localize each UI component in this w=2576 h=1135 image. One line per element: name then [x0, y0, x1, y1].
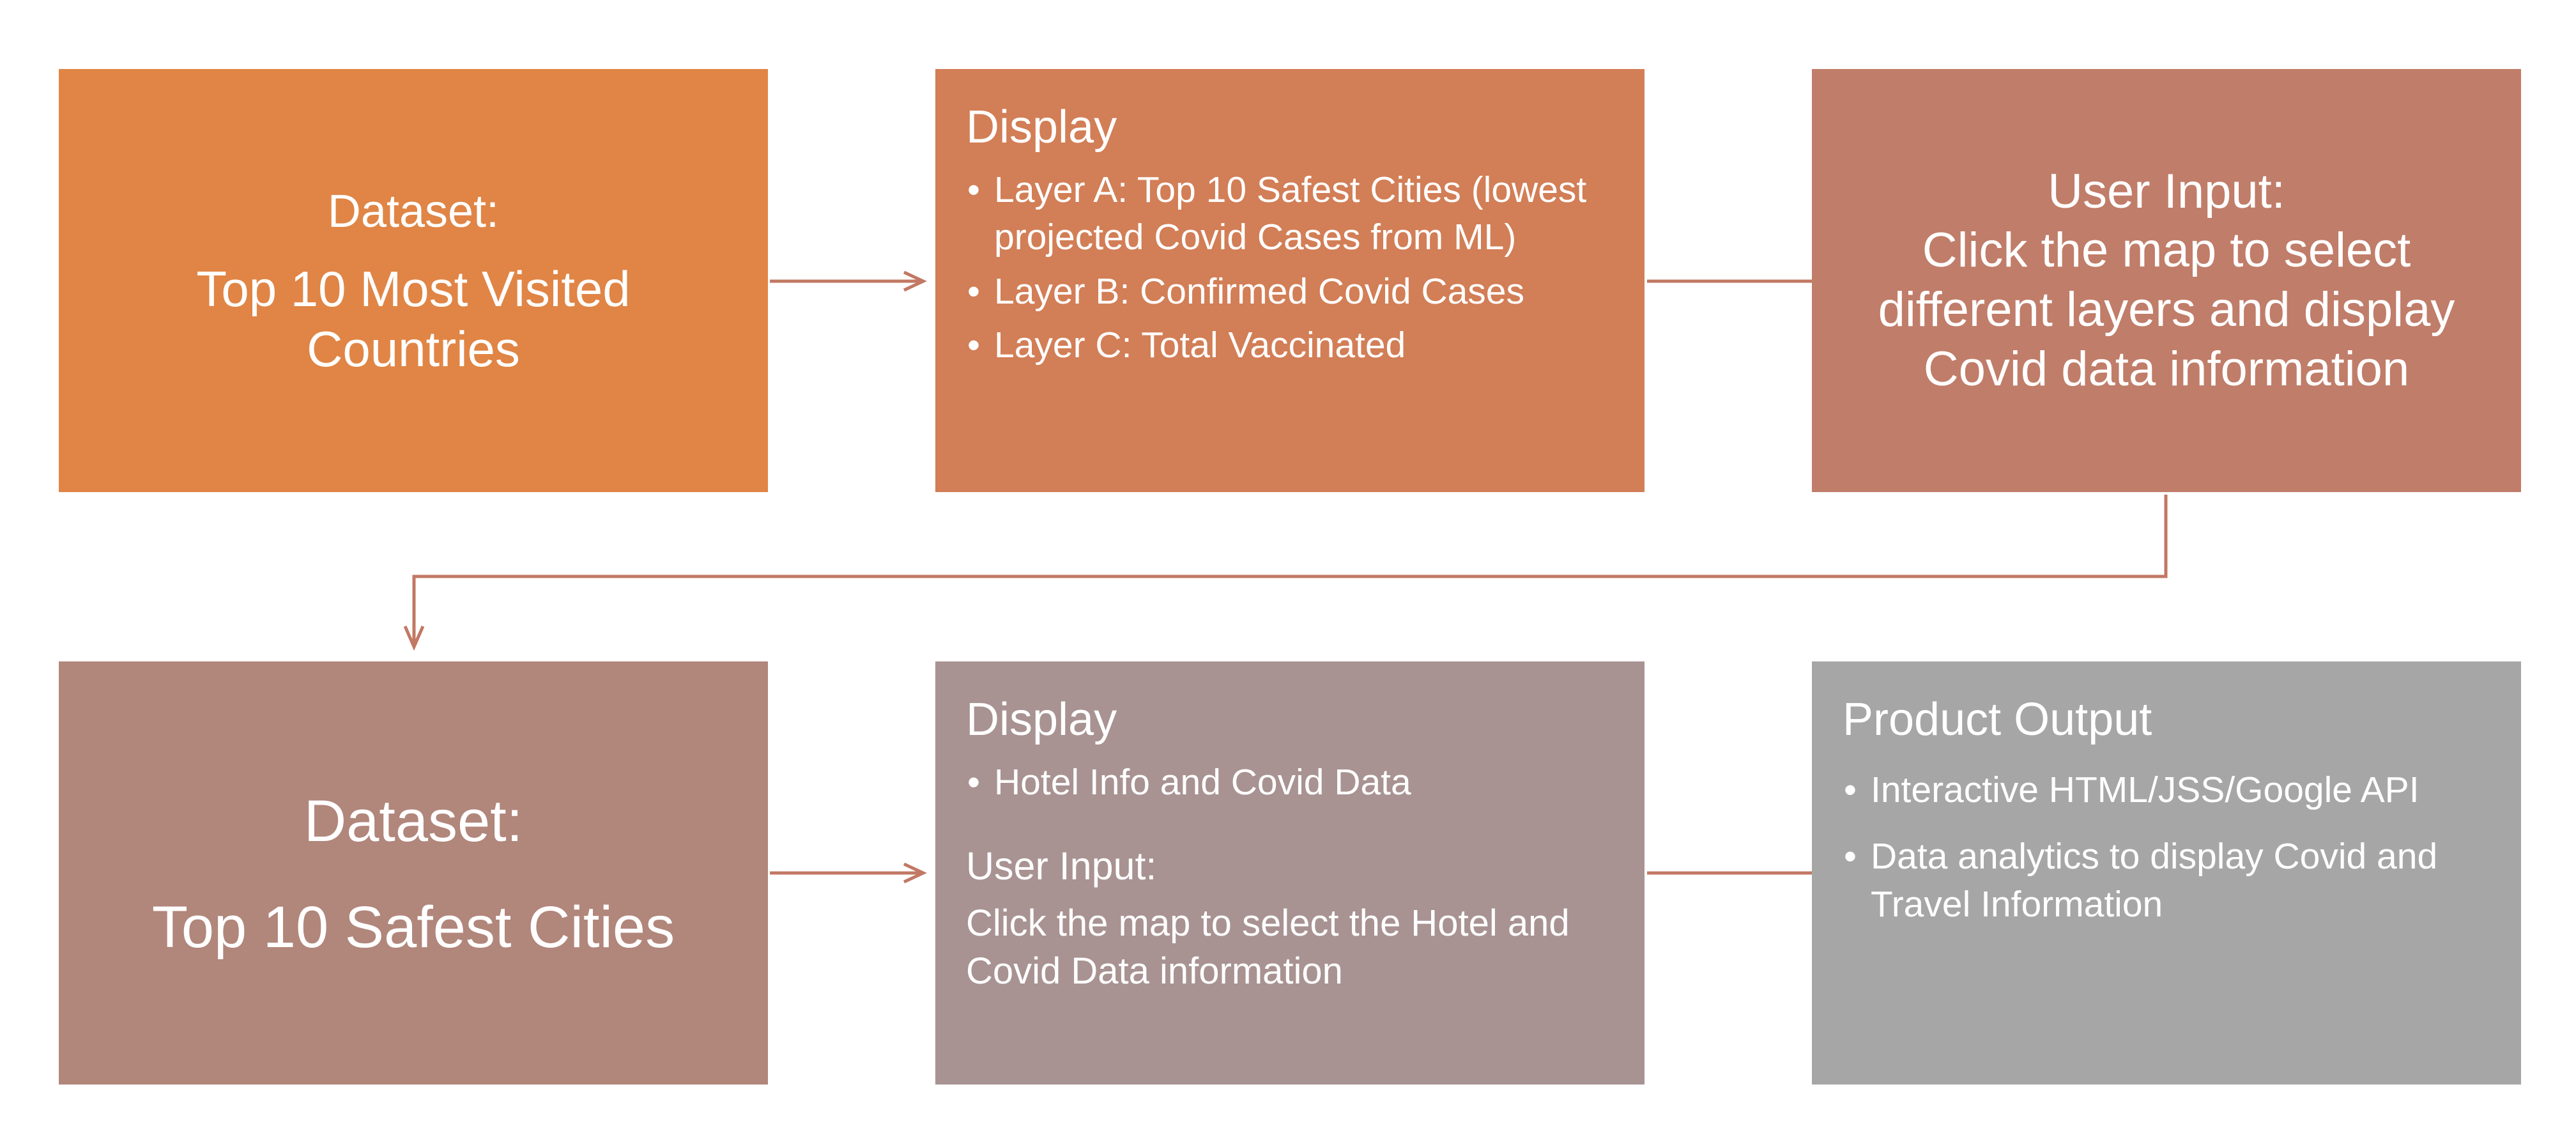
display-title: Display	[966, 102, 1117, 153]
display-hotel-box: Display •Hotel Info and Covid Data User …	[935, 661, 1644, 1085]
display-title: Display	[966, 694, 1117, 745]
layer-b-item: •Layer B: Confirmed Covid Cases	[967, 270, 1525, 312]
arrow-row1-a	[770, 270, 927, 292]
user-input-box: User Input: Click the map to select diff…	[1812, 69, 2521, 492]
product-output-list: •Interactive HTML/JSS/Google API •Data a…	[1843, 766, 2490, 927]
user-input-line-2: Click the map to select	[1922, 223, 2411, 278]
hotel-info-item: •Hotel Info and Covid Data	[967, 762, 1411, 803]
layer-c-item: •Layer C: Total Vaccinated	[967, 324, 1406, 366]
user-input-subtitle: User Input:	[966, 844, 1157, 888]
product-output-title: Product Output	[1843, 694, 2152, 745]
dataset-label: Dataset:	[303, 789, 523, 854]
dataset-label: Dataset:	[327, 185, 500, 237]
elbow-connector	[403, 495, 2168, 651]
user-input-paragraph: Click the map to select the Hotel and Co…	[966, 902, 1570, 992]
output-item-analytics: •Data analytics to display Covid and Tra…	[1844, 836, 2438, 925]
user-input-line-4: Covid data information	[1923, 341, 2410, 396]
output-item-html: •Interactive HTML/JSS/Google API	[1844, 769, 2419, 811]
display-layers-box: Display •Layer A: Top 10 Safest Cities (…	[935, 69, 1644, 492]
product-output-box: Product Output •Interactive HTML/JSS/Goo…	[1812, 661, 2521, 1085]
layer-list: •Layer A: Top 10 Safest Cities (lowest p…	[966, 166, 1614, 368]
layer-a-item: •Layer A: Top 10 Safest Cities (lowest p…	[967, 169, 1587, 258]
dataset-countries-box: Dataset: Top 10 Most Visited Countries	[59, 69, 768, 492]
dataset-value: Top 10 Safest Cities	[151, 894, 675, 960]
user-input-line-1: User Input:	[2048, 164, 2285, 219]
display-list: •Hotel Info and Covid Data	[966, 759, 1614, 806]
dataset-value: Top 10 Most Visited Countries	[196, 261, 631, 377]
arrow-row2-a	[770, 862, 927, 884]
dataset-cities-box: Dataset: Top 10 Safest Cities	[59, 661, 768, 1085]
user-input-line-3: different layers and display	[1878, 282, 2455, 337]
